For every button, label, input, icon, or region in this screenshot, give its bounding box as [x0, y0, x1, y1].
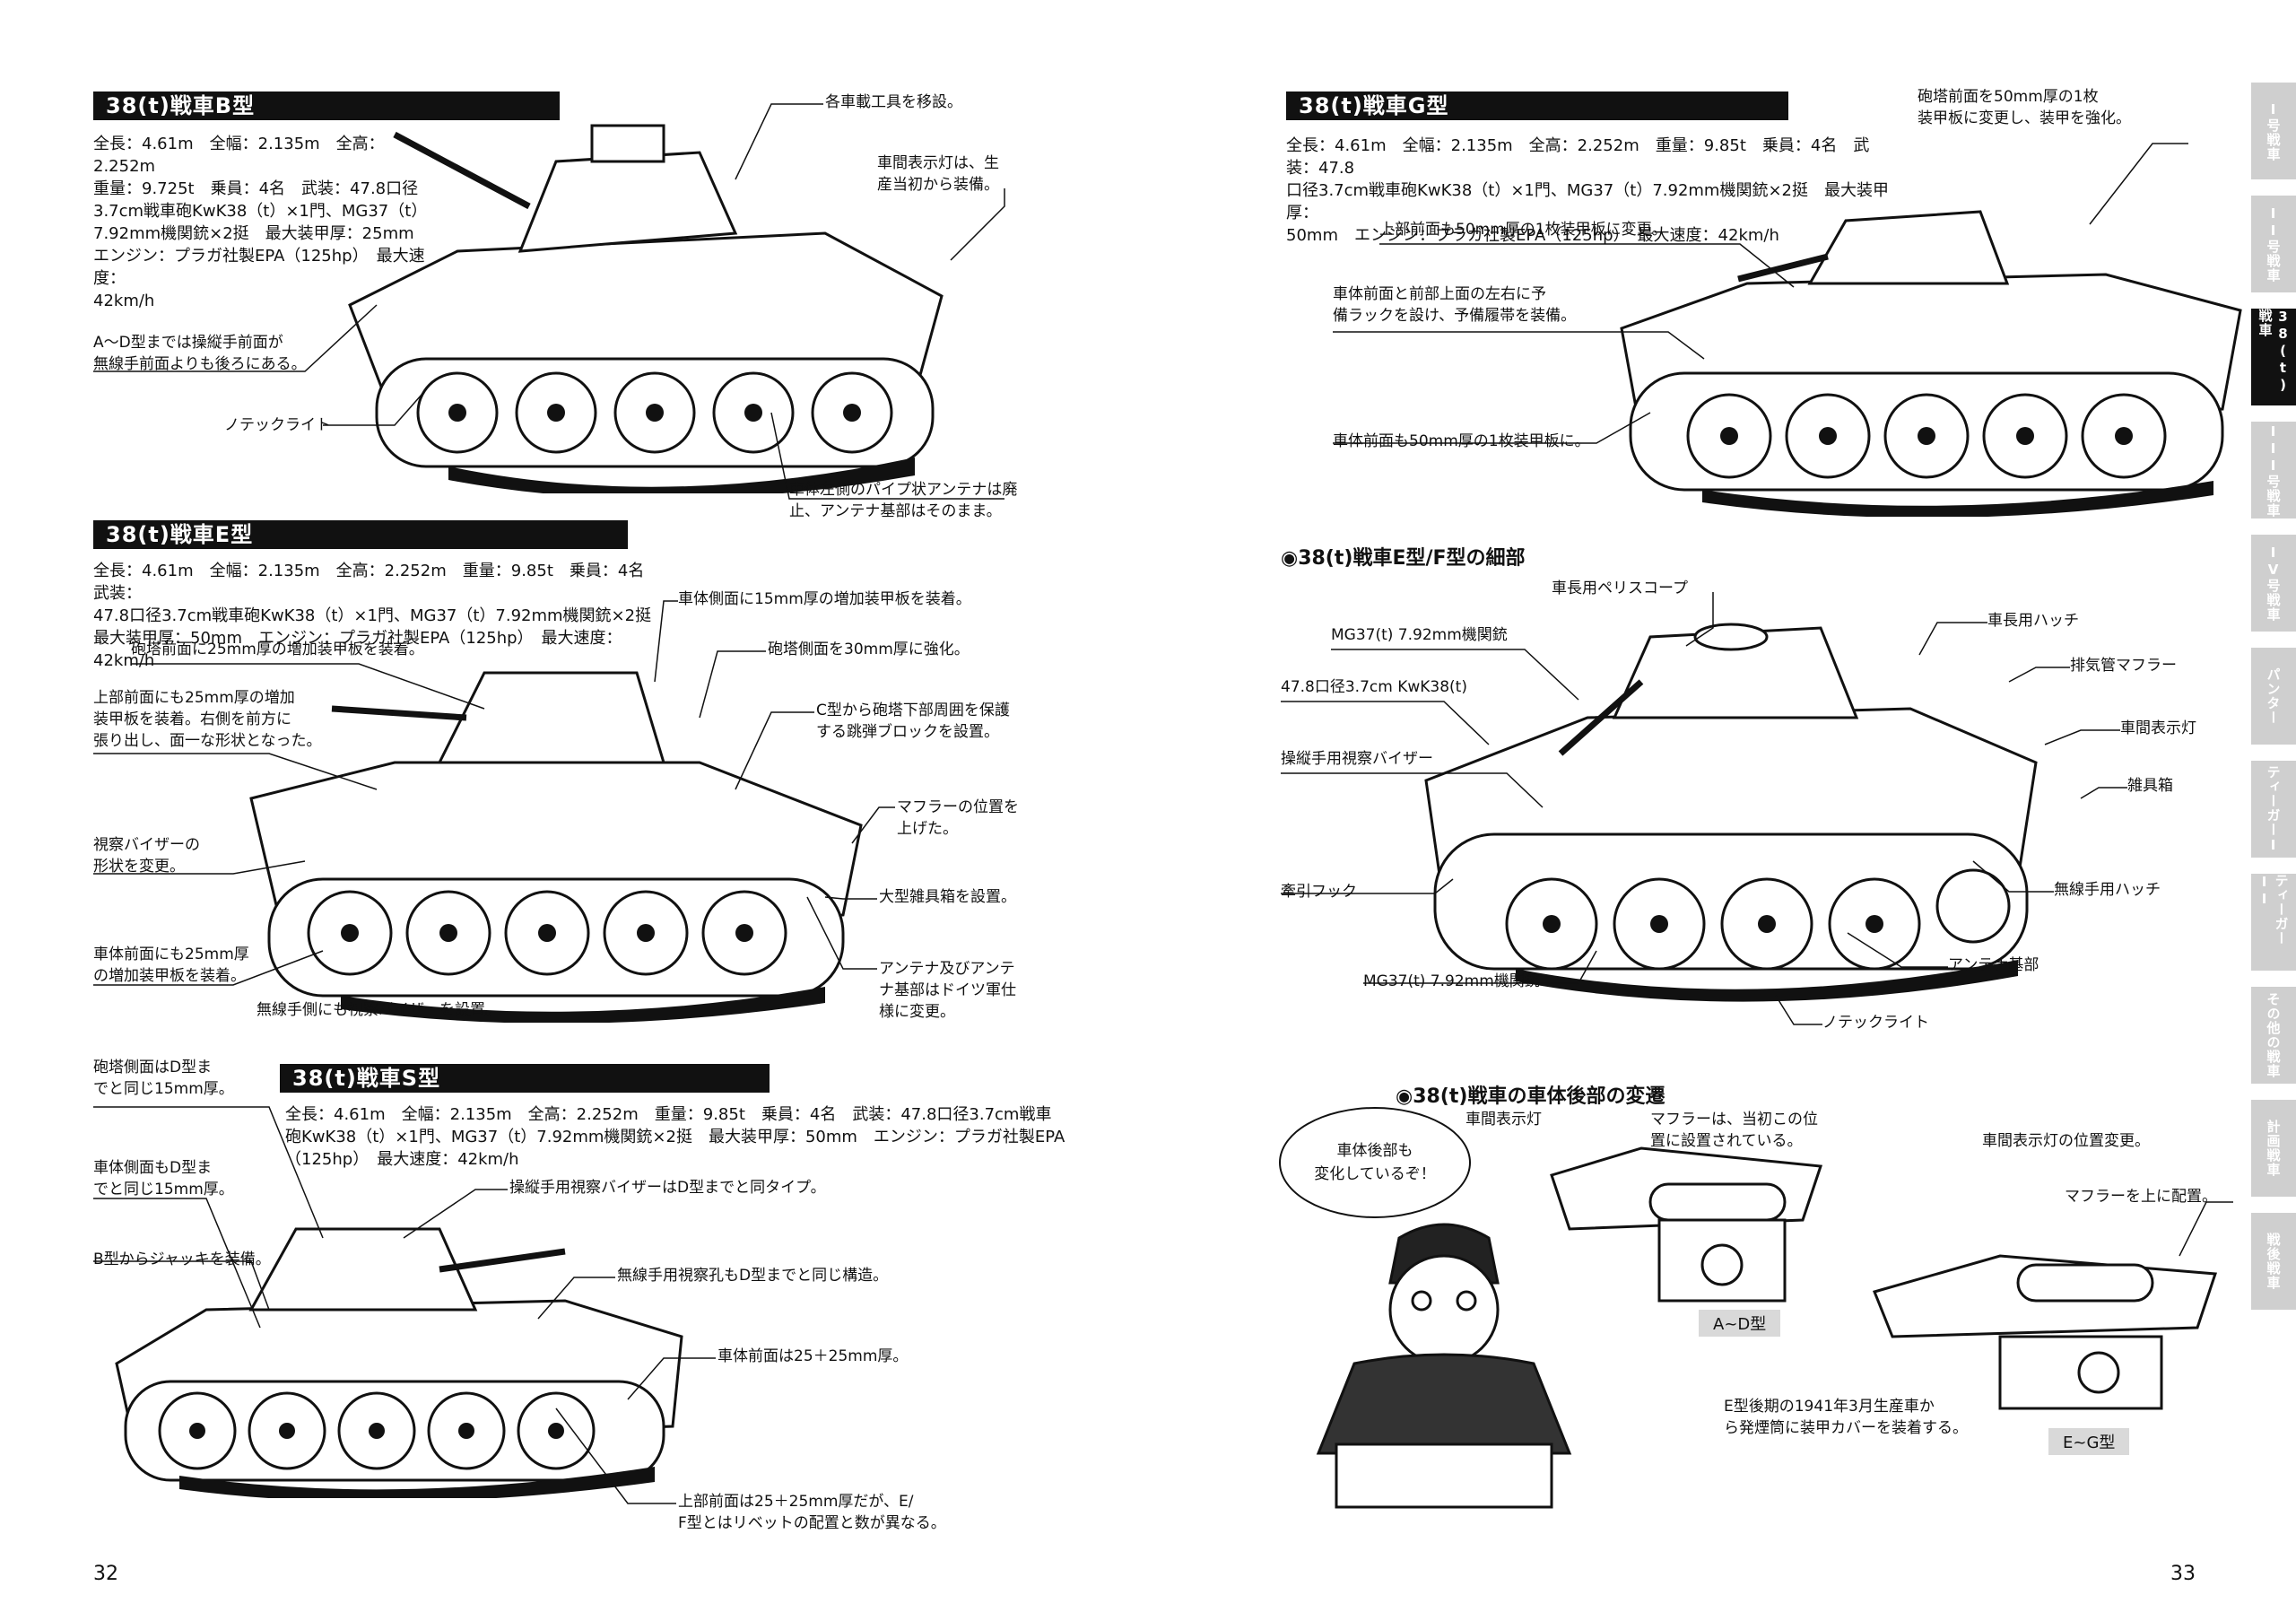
callout-e-turret-side: 砲塔側面を30mm厚に強化。	[768, 641, 970, 658]
callout-e-radio-visor: 無線手側にも視察バイザーを設置。	[257, 1001, 500, 1019]
tab-tiger1[interactable]: ティーガーI	[2251, 761, 2296, 858]
tab-4[interactable]: IV号戦車	[2251, 535, 2296, 632]
callout-g-turret-front: 砲塔前面を50mm厚の1枚装甲板に変更し、装甲を強化。	[1918, 88, 2131, 127]
callout-b-antenna: 車体左側のパイプ状アンテナは廃止、アンテナ基部はそのまま。	[789, 481, 1018, 520]
callout-s-driver-visor: 操縦手用視察バイザーはD型までと同タイプ。	[509, 1179, 826, 1197]
bubble-line: 変化しているぞ！	[1314, 1165, 1436, 1183]
callout-b-lamp: 車間表示灯は、生産当初から装備。	[877, 154, 999, 194]
label-lamp: 車間表示灯	[2120, 719, 2196, 737]
tab-tiger2[interactable]: ティーガーII	[2251, 874, 2296, 971]
label-mg-bottom: MG37(t) 7.92mm機関銃	[1363, 972, 1540, 990]
rear-label-lamp: 車間表示灯	[1465, 1111, 1542, 1129]
spec-line: 最大装甲厚：50mm エンジン：プラガ社製EPA（125hp） 最大速度：42k…	[93, 629, 622, 670]
label-box-eg: E~G型	[2048, 1428, 2130, 1455]
speech-bubble: 車体後部も 変化しているぞ！	[1279, 1107, 1471, 1218]
callout-b-notek: ノテックライト	[224, 416, 331, 434]
label-toolbox: 雑具箱	[2127, 777, 2173, 795]
callout-e-visor: 視察バイザーの形状を変更。	[93, 836, 200, 876]
spec-line: 全長：4.61m 全幅：2.135m 全高：2.252m 重量：9.85t 乗員…	[285, 1105, 1052, 1124]
callout-s-upper-front: 上部前面は25＋25mm厚だが、E/F型とはリベットの配置と数が異なる。	[678, 1493, 946, 1532]
label-tow-hook: 牽引フック	[1281, 883, 1357, 901]
label-periscope: 車長用ペリスコープ	[1552, 580, 1688, 597]
callout-b-handhold: A～D型までは操縦手前面が無線手前面よりも後ろにある。	[93, 334, 307, 373]
right-page: 38(t)戦車G型 全長：4.61m 全幅：2.135m 全高：2.252m 重…	[1148, 0, 2296, 1621]
tank-b-spec: 全長：4.61m 全幅：2.135m 全高：2.252m 重量：9.725t 乗…	[93, 133, 434, 312]
spec-line: 7.92mm機関銃×2挺 最大装甲厚：25mm	[93, 224, 414, 243]
label-antenna-base: アンテナ基部	[1948, 956, 2039, 974]
tank-g-spec: 全長：4.61m 全幅：2.135m 全高：2.252m 重量：9.85t 乗員…	[1286, 135, 1896, 247]
tab-1[interactable]: I号戦車	[2251, 83, 2296, 179]
tank-e-spec: 全長：4.61m 全幅：2.135m 全高：2.252m 重量：9.85t 乗員…	[93, 560, 667, 672]
tab-plan[interactable]: 計画戦車	[2251, 1100, 2296, 1197]
spec-line: 3.7cm戦車砲KwK38（t）×1門、MG37（t）	[93, 202, 428, 221]
rear-label-late-e: E型後期の1941年3月生産車から発煙筒に装甲カバーを装着する。	[1724, 1398, 1968, 1437]
callout-e-toolbox: 大型雑具箱を設置。	[879, 888, 1016, 906]
label-driver-visor: 操縦手用視察バイザー	[1281, 750, 1433, 768]
label-gun: 47.8口径3.7cm KwK38(t)	[1281, 678, 1467, 696]
spec-line: 50mm エンジン：プラガ社製EPA（125hp） 最大速度：42km/h	[1286, 226, 1779, 245]
page-number-left: 32	[93, 1563, 118, 1585]
callout-e-muffler: マフラーの位置を上げた。	[897, 798, 1019, 838]
tank-g-illustration	[1604, 176, 2249, 517]
callout-e-splash: C型から砲塔下部周囲を保護する跳弾ブロックを設置。	[816, 702, 1010, 741]
rear-eg-illustration	[1857, 1238, 2233, 1417]
spec-line: （125hp） 最大速度：42km/h	[285, 1150, 519, 1169]
callout-s-radio-port: 無線手用視察孔もD型までと同じ構造。	[617, 1267, 889, 1285]
callout-s-hull-front: 車体前面は25＋25mm厚。	[718, 1347, 909, 1365]
callout-s-hull-side: 車体側面もD型までと同じ15mm厚。	[93, 1159, 234, 1198]
spec-line: 全長：4.61m 全幅：2.135m 全高：2.252m 重量：9.85t 乗員…	[93, 562, 661, 603]
tank-g-title: 38(t)戦車G型	[1286, 92, 1788, 120]
tank-s-title: 38(t)戦車S型	[280, 1064, 770, 1093]
label-commander-hatch: 車長用ハッチ	[1987, 612, 2079, 630]
rear-label-lamp-move: 車間表示灯の位置変更。	[1982, 1132, 2150, 1150]
spec-line: 47.8口径3.7cm戦車砲KwK38（t）×1門、MG37（t）7.92mm機…	[93, 606, 652, 625]
left-page: 38(t)戦車B型 全長：4.61m 全幅：2.135m 全高：2.252m 重…	[93, 92, 1092, 1585]
label-radio-hatch: 無線手用ハッチ	[2054, 881, 2161, 899]
tank-s-illustration	[99, 1202, 691, 1498]
spec-line: 口径3.7cm戦車砲KwK38（t）×1門、MG37（t）7.92mm機関銃×2…	[1286, 181, 1890, 222]
tank-e-title: 38(t)戦車E型	[93, 520, 628, 549]
rear-label-muffler-up: マフラーを上に配置。	[2065, 1188, 2217, 1206]
tab-other[interactable]: その他の戦車	[2251, 987, 2296, 1084]
rear-label-muffler: マフラーは、当初この位置に設置されている。	[1650, 1111, 1818, 1150]
label-box-ad: A~D型	[1699, 1310, 1781, 1337]
callout-e-antenna: アンテナ及びアンテナ基部はドイツ軍仕様に変更。	[879, 960, 1016, 1021]
spec-line: エンジン：プラガ社製EPA（125hp） 最大速度：	[93, 247, 425, 288]
tab-panther[interactable]: パンター	[2251, 648, 2296, 745]
spec-line: 重量：9.725t 乗員：4名 武装：47.8口径	[93, 179, 419, 198]
chapter-tabs: I号戦車 II号戦車 38(t)戦車 III号戦車 IV号戦車 パンター ティー…	[2251, 83, 2296, 1326]
label-mg-top: MG37(t) 7.92mm機関銃	[1331, 626, 1508, 644]
tank-b-title: 38(t)戦車B型	[93, 92, 560, 120]
callout-b-tools: 各車載工具を移設。	[825, 93, 962, 111]
page-number-right: 33	[2170, 1563, 2196, 1585]
callout-e-turret-front: 砲塔前面に25mm厚の増加装甲板を装着。	[131, 641, 424, 658]
callout-g-spare-track: 車体前面と前部上面の左右に予備ラックを設け、予備履帯を装備。	[1333, 285, 1577, 325]
tab-38t[interactable]: 38(t)戦車	[2251, 309, 2296, 405]
detail-heading: ◉38(t)戦車E型/F型の細部	[1281, 547, 1526, 570]
spec-line: 全長：4.61m 全幅：2.135m 全高：2.252m 重量：9.85t 乗員…	[1286, 136, 1870, 178]
tab-postwar[interactable]: 戦後戦車	[2251, 1213, 2296, 1310]
label-notek: ノテックライト	[1822, 1014, 1929, 1032]
tank-s-spec: 全長：4.61m 全幅：2.135m 全高：2.252m 重量：9.85t 乗員…	[285, 1103, 1092, 1171]
rear-ad-illustration	[1534, 1139, 1839, 1310]
tank-b-illustration	[323, 99, 969, 493]
tank-e-illustration	[233, 646, 879, 1023]
tab-3[interactable]: III号戦車	[2251, 422, 2296, 519]
callout-g-upper-front: 上部前面も50mm厚の1枚装甲板に変更。	[1379, 221, 1667, 239]
bubble-line: 車体後部も	[1336, 1142, 1413, 1160]
soldier-illustration	[1300, 1220, 1587, 1516]
label-exhaust: 排気管マフラー	[2070, 657, 2177, 675]
tab-2[interactable]: II号戦車	[2251, 196, 2296, 292]
rear-heading: ◉38(t)戦車の車体後部の変遷	[1396, 1085, 1665, 1108]
callout-e-side-armor: 車体側面に15mm厚の増加装甲板を装着。	[678, 590, 971, 608]
callout-e-hull-front: 車体前面にも25mm厚の増加装甲板を装着。	[93, 946, 249, 985]
callout-s-turret-side: 砲塔側面はD型までと同じ15mm厚。	[93, 1059, 234, 1098]
spec-line: 砲KwK38（t）×1門、MG37（t）7.92mm機関銃×2挺 最大装甲厚：5…	[285, 1128, 1065, 1146]
callout-g-hull-front: 車体前面も50mm厚の1枚装甲板に。	[1333, 432, 1590, 450]
callout-e-upper-front: 上部前面にも25mm厚の増加装甲板を装着。右側を前方に張り出し、面一な形状となっ…	[93, 689, 322, 750]
spec-line: 全長：4.61m 全幅：2.135m 全高：2.252m	[93, 135, 385, 176]
